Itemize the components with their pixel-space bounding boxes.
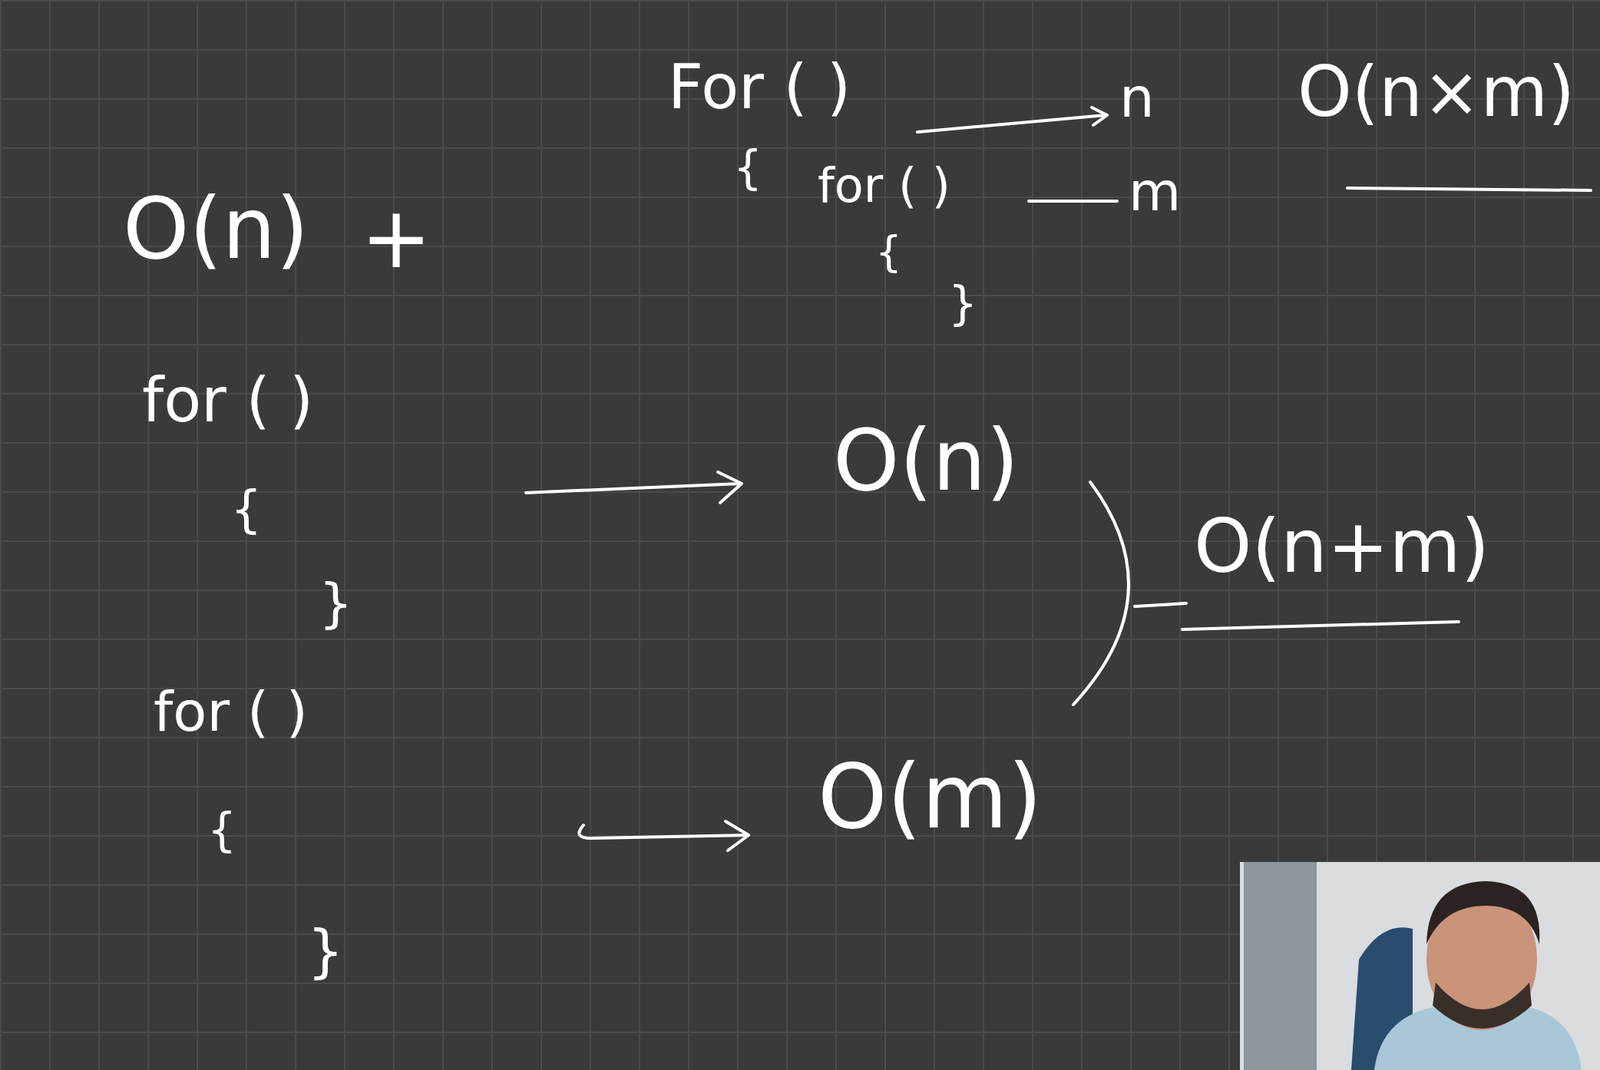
hair <box>1426 881 1540 945</box>
handwritten-label: m <box>1128 162 1181 222</box>
bracket <box>1073 482 1129 705</box>
handwritten-label: { <box>207 804 237 856</box>
handwritten-label: { <box>230 482 262 538</box>
pointer-line <box>1028 199 1118 203</box>
handwritten-label: for ( ) <box>153 681 308 743</box>
handwritten-label: { <box>733 142 763 193</box>
handwritten-label: n <box>1119 67 1155 129</box>
webcam-overlay <box>1239 862 1600 1070</box>
arrow-line <box>578 825 749 839</box>
handwritten-label: O(n) <box>122 182 309 276</box>
handwritten-label: O(n×m) <box>1297 53 1575 130</box>
handwritten-label: + <box>360 191 432 285</box>
underline <box>1182 621 1459 630</box>
underline <box>1347 188 1591 191</box>
handwritten-label: O(n+m) <box>1193 506 1490 589</box>
handwritten-label: For ( ) <box>667 53 851 122</box>
handwritten-label: } <box>307 919 344 984</box>
handwritten-label: O(m) <box>817 748 1042 847</box>
arrow-line <box>525 483 741 493</box>
handwritten-label: for ( ) <box>142 366 314 435</box>
arrow-head <box>1091 107 1108 126</box>
beard <box>1432 982 1532 1029</box>
bracket-stub <box>1134 603 1187 607</box>
curtain <box>1243 862 1317 1070</box>
handwritten-label: } <box>948 277 978 329</box>
arrow-head <box>725 821 749 851</box>
handwritten-label: O(n) <box>833 414 1019 508</box>
handwritten-label: } <box>318 574 354 634</box>
webcam-frame <box>1239 862 1600 1070</box>
arrow-head <box>717 472 742 503</box>
handwritten-label: { <box>875 228 903 276</box>
handwritten-label: for ( ) <box>817 159 951 212</box>
pointer-line <box>917 115 1106 133</box>
